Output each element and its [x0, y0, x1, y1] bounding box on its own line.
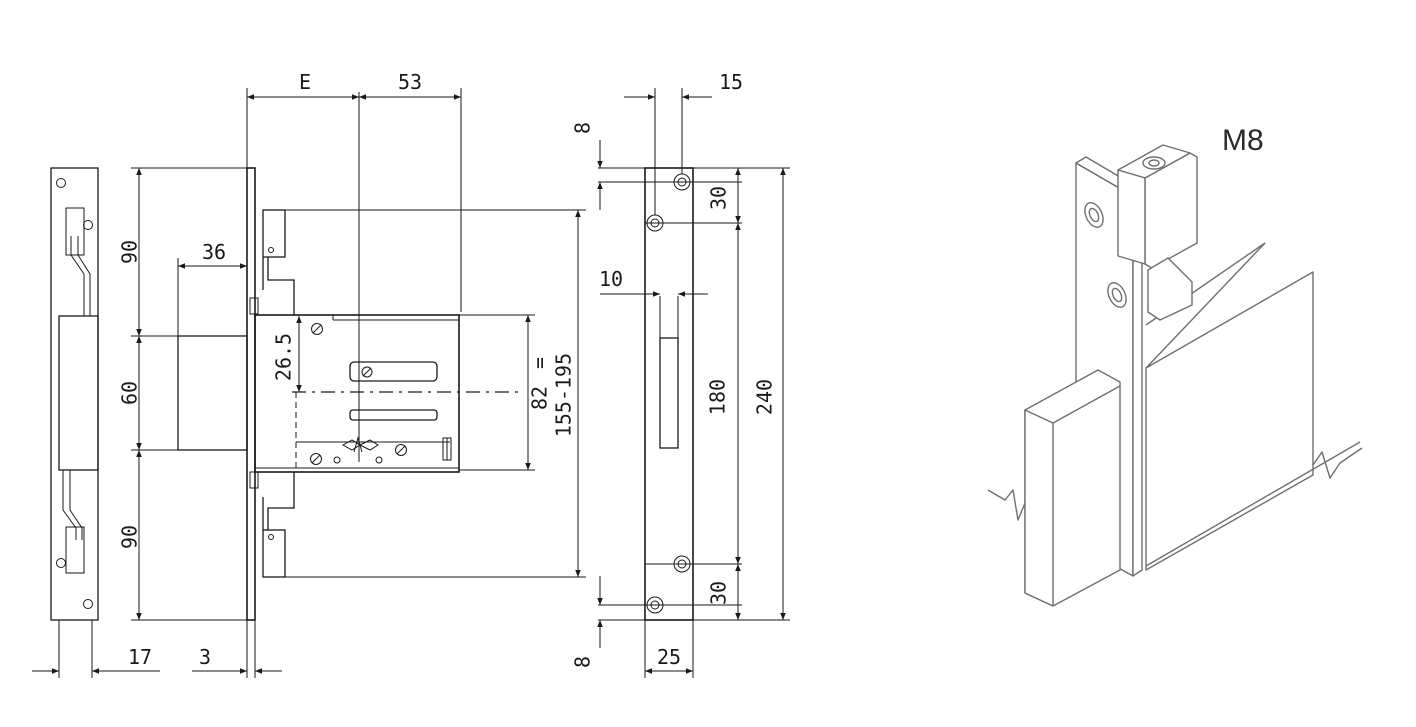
dim-handle-spacing-mark: =	[528, 357, 552, 369]
strike-screw-holes	[646, 173, 691, 614]
lock-side-view	[177, 92, 520, 621]
dim-strike-height: 180	[706, 379, 730, 415]
dim-faceplate-offset: 15	[719, 70, 743, 94]
dim-lower-latch-height: 90	[118, 525, 142, 549]
dim-backset: E	[299, 70, 311, 94]
strike-plate-view	[598, 88, 790, 678]
dim-strike-slot-width: 10	[599, 267, 623, 291]
dim-upper-latch-height: 90	[118, 240, 142, 264]
dim-rod-range: 155-195	[552, 353, 576, 437]
dim-handle-spacing: 82	[528, 386, 552, 410]
dim-plate-thickness: 3	[199, 645, 211, 669]
dim-plate-height: 240	[753, 379, 777, 415]
edge-view	[50, 167, 99, 678]
strike-plate-dimensions: 15 8 30 10 180 240 30 8 25	[571, 70, 786, 674]
dim-latch-offset: 26.5	[272, 333, 296, 381]
side-view-dimensions: E 53 90 60 90 36 26.5 82 = 155-195 17 3	[32, 70, 586, 678]
dim-bolt-height: 60	[118, 381, 142, 405]
dim-bottom-margin: 8	[571, 656, 595, 668]
dim-top-margin: 8	[571, 122, 595, 134]
model-label: M8	[1222, 124, 1264, 157]
isometric-illustration: M8	[987, 124, 1363, 607]
dim-edge-width: 17	[128, 645, 152, 669]
dim-strike-width: 25	[657, 645, 681, 669]
dim-screw-pitch-bottom: 30	[707, 581, 731, 605]
dim-screw-pitch-top: 30	[707, 186, 731, 210]
dim-bolt-projection: 36	[202, 240, 226, 264]
dim-lock-depth: 53	[398, 70, 422, 94]
